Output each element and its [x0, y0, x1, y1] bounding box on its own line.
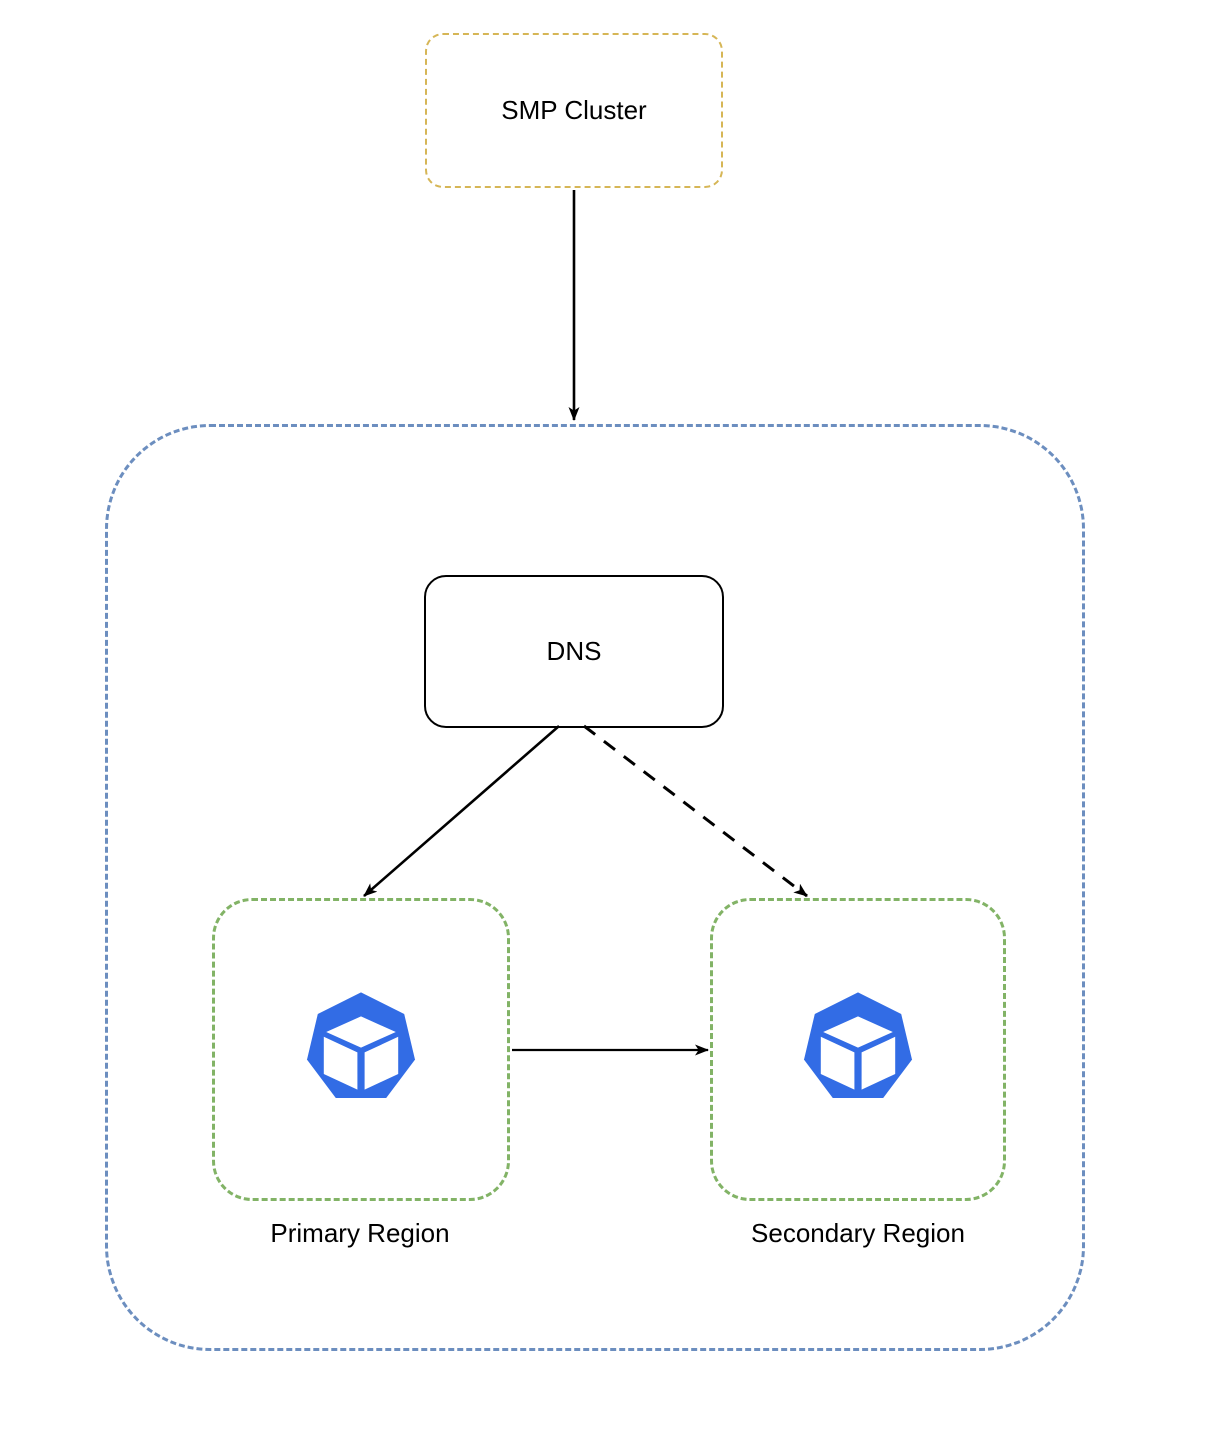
smp-cluster-label: SMP Cluster [501, 94, 647, 125]
kubernetes-icon [798, 990, 918, 1110]
smp-cluster-node[interactable]: SMP Cluster [425, 33, 723, 188]
kubernetes-icon [301, 990, 421, 1110]
cloud-boundary-container[interactable] [105, 424, 1085, 1351]
secondary-region-label: Secondary Region [751, 1218, 965, 1248]
dns-label: DNS [546, 635, 602, 666]
primary-region-label: Primary Region [270, 1218, 450, 1248]
dns-node[interactable]: DNS [424, 575, 724, 728]
